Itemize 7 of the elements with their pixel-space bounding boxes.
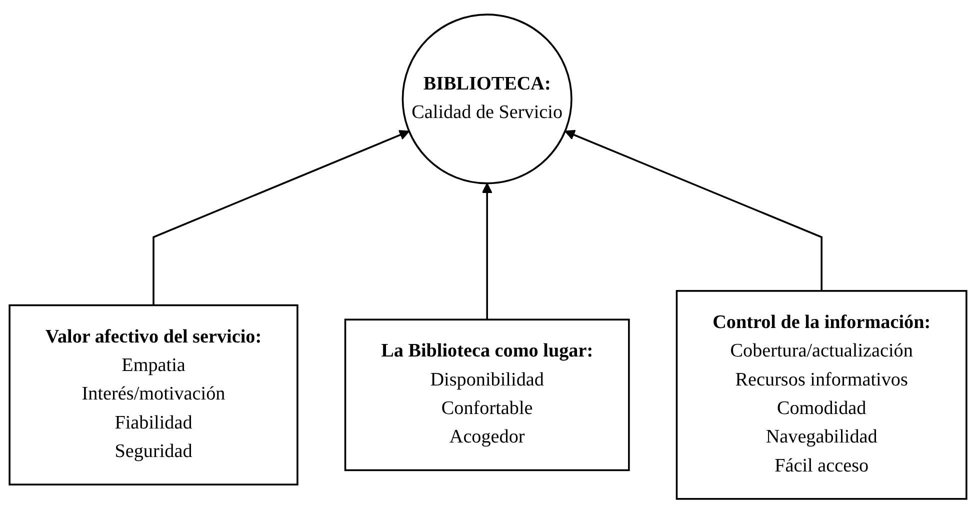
arrow xyxy=(482,183,492,320)
arrow xyxy=(152,130,410,306)
node-box: La Biblioteca como lugar: Disponibilidad Confortable Acogedor xyxy=(344,318,630,472)
node-box: Control de la información: Cobertura/actualización Recursos informativos Comodidad Navegabilidad Fácil acceso xyxy=(676,290,968,500)
node-circle: BIBLIOTECA: Calidad de Servicio xyxy=(402,14,572,184)
node-box: Valor afectivo del servicio: Empatia Interés/motivación Fiabilidad Seguridad xyxy=(8,304,298,486)
arrow xyxy=(564,130,822,292)
